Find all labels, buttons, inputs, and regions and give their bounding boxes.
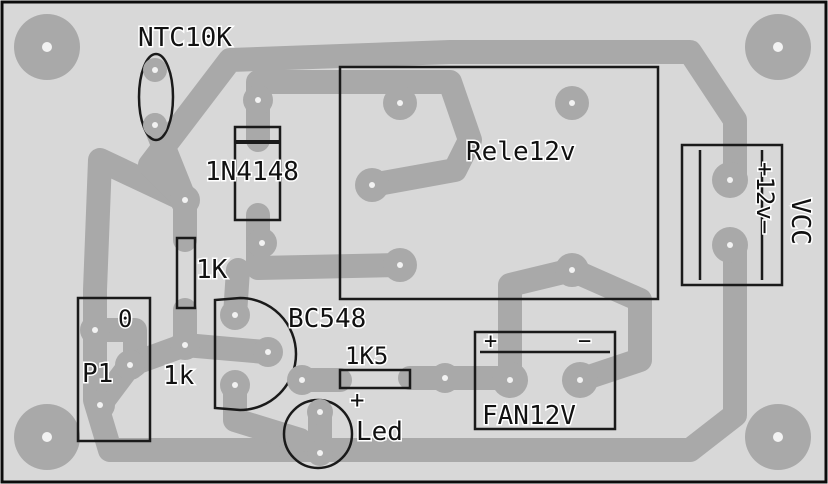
label-ntc: NTC10K — [138, 23, 232, 53]
pad-r1k5-left — [287, 365, 317, 395]
ntc-outline — [137, 52, 175, 142]
pot-outline — [76, 296, 152, 443]
silkscreen-labels: NTC10K 1N4148 Rele12v 1K BC548 1K5 P1 1k… — [81, 22, 817, 449]
pad-relay-1 — [383, 86, 417, 120]
label-relay: Rele12v — [466, 137, 576, 167]
pad-fan-minus — [562, 362, 598, 398]
pad-pot-2 — [115, 350, 145, 380]
pad-ntc-top — [143, 58, 167, 82]
mounting-holes — [14, 14, 811, 470]
pad-pot-1 — [80, 315, 110, 345]
label-fan-minus: − — [578, 329, 591, 354]
mounting-hole-top-right — [745, 14, 811, 80]
label-resistor-led: 1K5 — [345, 342, 388, 370]
pad-r1k5-right — [430, 363, 460, 393]
pad-led-cathode — [307, 440, 333, 466]
pad-transistor-emitter — [220, 370, 250, 400]
label-led: Led — [356, 417, 403, 447]
label-diode: 1N4148 — [205, 157, 299, 187]
pad-transistor-base — [253, 337, 283, 367]
label-pot-value: 1k — [163, 361, 195, 391]
silkscreen-outlines — [76, 52, 784, 470]
pad-diode-anode — [243, 85, 273, 115]
pad-relay-4 — [383, 248, 417, 282]
fan-connector-outline — [473, 330, 617, 431]
pad-diode-cathode — [247, 228, 277, 258]
mounting-hole-bottom-right — [745, 404, 811, 470]
pad-led-anode — [307, 399, 333, 425]
pad-relay-2 — [555, 86, 589, 120]
resistor-base-body — [175, 236, 197, 310]
pad-ntc-bottom — [143, 113, 167, 137]
label-vcc: VCC — [785, 198, 815, 245]
mounting-hole-bottom-left — [14, 404, 80, 470]
pad-relay-3 — [355, 168, 389, 202]
pad-vcc-minus — [712, 227, 748, 263]
mounting-hole-top-left — [14, 14, 80, 80]
label-fan: FAN12V — [482, 401, 576, 431]
label-pot-mark: 0 — [118, 305, 132, 333]
pad-r1k-bottom — [170, 330, 200, 360]
solder-pads — [80, 58, 748, 466]
pad-pot-3 — [85, 390, 115, 420]
pad-fan-plus — [492, 362, 528, 398]
label-led-plus: + — [350, 386, 364, 414]
label-vcc-value: +12v− — [751, 162, 779, 234]
vcc-connector-outline — [680, 143, 784, 287]
label-resistor-base: 1K — [196, 255, 228, 285]
label-transistor: BC548 — [288, 304, 366, 334]
transistor-outline — [213, 296, 298, 412]
label-pot: P1 — [82, 359, 113, 389]
pad-r1k-top — [170, 185, 200, 215]
pad-vcc-plus — [712, 162, 748, 198]
resistor-led-body — [338, 368, 412, 390]
label-fan-plus: + — [484, 329, 497, 354]
diode-body — [233, 125, 282, 222]
pad-transistor-collector — [220, 300, 250, 330]
pad-relay-5 — [555, 253, 589, 287]
relay-outline — [338, 65, 660, 301]
